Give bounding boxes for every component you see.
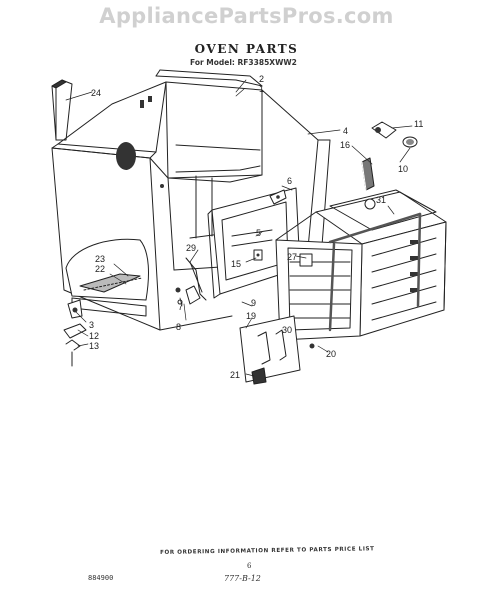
callout-19: 19	[246, 311, 256, 321]
part-6-bracket	[269, 189, 287, 205]
callout-2: 2	[259, 74, 264, 84]
callout-4: 4	[343, 126, 348, 136]
oven-liner-box	[275, 189, 447, 341]
callout-31: 31	[376, 195, 386, 205]
callout-7: 7	[178, 302, 183, 312]
callout-6: 6	[287, 176, 292, 186]
model-label: For Model: RF3385XWW2	[190, 58, 297, 67]
part-30-19-panel	[239, 315, 315, 385]
callout-11: 11	[414, 119, 423, 129]
callout-20: 20	[326, 349, 336, 359]
callout-3: 3	[89, 320, 94, 330]
page-number: 6	[247, 562, 252, 570]
callout-labels: 2 1 24 4 16 11 10 6 31 5 29 27 15 23 22 …	[89, 74, 423, 380]
callout-5: 5	[256, 228, 261, 238]
part-16-tube	[361, 157, 375, 191]
document-code: 884900	[88, 574, 114, 582]
part-22-23-insulation-burner	[65, 238, 149, 317]
part-29-7-8-igniter	[175, 257, 207, 305]
part-10-11-lamp-socket	[371, 121, 418, 148]
callout-12: 12	[89, 331, 99, 341]
callout-9: 9	[251, 298, 256, 308]
callout-29: 29	[186, 243, 196, 253]
callout-30: 30	[282, 325, 292, 335]
callout-24: 24	[91, 88, 101, 98]
part-3-12-13-bracket	[63, 299, 87, 367]
callout-21: 21	[230, 370, 240, 380]
callout-13: 13	[89, 341, 99, 351]
callout-22: 22	[95, 264, 105, 274]
callout-27: 27	[287, 252, 297, 262]
callout-1: 1	[259, 84, 264, 94]
callout-16: 16	[340, 140, 350, 150]
callout-10: 10	[398, 164, 408, 174]
part-24-trim-strip	[51, 79, 73, 141]
callout-15: 15	[231, 259, 241, 269]
leader-lines	[65, 79, 413, 377]
watermark-text: AppliancePartsPros.com	[99, 4, 394, 28]
diagram-title: OVEN PARTS	[194, 42, 299, 56]
handwritten-code: 777-B-12	[224, 574, 261, 583]
callout-8: 8	[176, 322, 181, 332]
callout-23: 23	[95, 254, 105, 264]
